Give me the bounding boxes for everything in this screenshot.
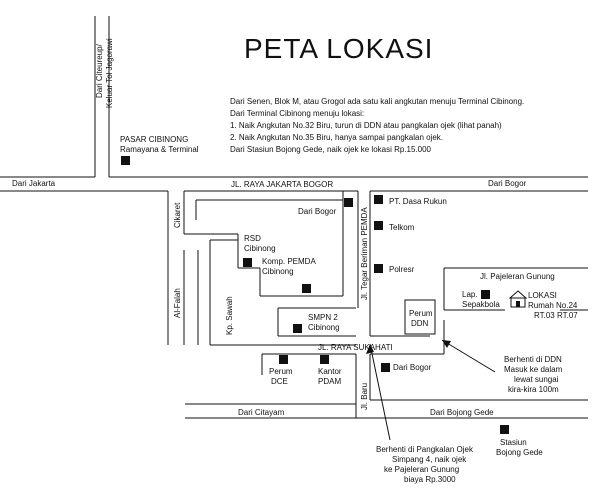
label-ramayana-terminal: Ramayana & Terminal: [120, 145, 199, 154]
landmark-lap-sepakbola: [481, 290, 490, 299]
landmark-perum-dce: [279, 355, 288, 364]
label-dce: DCE: [271, 377, 288, 386]
landmark-dasa-rukun: [374, 195, 383, 204]
directions-line-5: Dari Stasiun Bojong Gede, naik ojek ke l…: [230, 145, 432, 154]
label-bojong-gede: Bojong Gede: [496, 448, 543, 457]
landmark-kantor-pdam: [320, 355, 329, 364]
label-rumah: Rumah No.24: [528, 301, 578, 310]
label-dasa-rukun: PT. Dasa Rukun: [389, 197, 447, 206]
label-polresr: Polresr: [389, 265, 415, 274]
note-ojek-4: biaya Rp.3000: [404, 475, 456, 484]
directions-line-2: Dari Terminal Cibinong menuju lokasi:: [230, 109, 364, 118]
label-keluar-tol: Keluar Tol Jagorawi: [105, 38, 114, 108]
note-ddn-3: lewat sungai: [514, 375, 559, 384]
landmark-dari-bogor-mid: [344, 198, 353, 207]
note-ddn-4: kira-kira 100m: [508, 385, 559, 394]
label-kp-sawah: Kp. Sawah: [225, 296, 234, 335]
landmark-dari-bogor-low: [381, 363, 390, 372]
label-raya-jakarta-bogor: JL. RAYA JAKARTA BOGOR: [231, 180, 333, 189]
label-pemda-cibinong: Cibinong: [262, 267, 294, 276]
landmark-smpn: [293, 324, 302, 333]
label-dari-jakarta: Dari Jakarta: [12, 179, 56, 188]
label-dari-bogor-low: Dari Bogor: [393, 363, 432, 372]
directions-line-4: 2. Naik Angkutan No.35 Biru, hanya sampa…: [230, 133, 443, 142]
label-stasiun: Stasiun: [500, 438, 527, 447]
label-dari-citeureup: Dari Citeureup/: [95, 43, 104, 98]
note-ddn-1: Berhenti di DDN: [504, 355, 562, 364]
label-komp-pemda: Komp. PEMDA: [262, 257, 316, 266]
label-ddn: DDN: [411, 319, 429, 328]
note-ojek-1: Berhenti di Pangkalan Ojek: [376, 445, 474, 454]
label-pdam: PDAM: [318, 377, 341, 386]
label-dari-bogor-top: Dari Bogor: [488, 179, 527, 188]
note-ojek-2: Simpang 4, naik ojek: [392, 455, 467, 464]
label-tegar-beriman: Jl. Tegar Beriman PEMDA: [360, 207, 369, 300]
arrow-icon: [441, 339, 496, 373]
label-dari-bojong-gede: Dari Bojong Gede: [430, 408, 494, 417]
label-dari-bogor-mid: Dari Bogor: [298, 207, 337, 216]
directions-line-3: 1. Naik Angkutan No.32 Biru, turun di DD…: [230, 121, 502, 130]
arrow-icon: [366, 343, 391, 441]
label-pasar-cibinong: PASAR CIBINONG: [120, 135, 188, 144]
landmark-rsd: [243, 258, 252, 267]
label-dari-citayam: Dari Citayam: [238, 408, 285, 417]
label-smpn-cibinong: Cibinong: [308, 323, 340, 332]
label-rt-rw: RT.03 RT.07: [534, 311, 578, 320]
landmark-pasar-cibinong: [121, 156, 130, 165]
label-al-falah: Al-Falah: [173, 288, 182, 318]
label-smpn: SMPN 2: [308, 313, 338, 322]
landmark-polresr: [374, 264, 383, 273]
house-icon: [508, 290, 528, 308]
label-telkom: Telkom: [389, 223, 415, 232]
label-sepakbola: Sepakbola: [462, 300, 500, 309]
label-cikaret: Cikaret: [173, 202, 182, 228]
label-perum-dce: Perum: [269, 367, 293, 376]
landmark-pemda: [302, 284, 311, 293]
map-title: PETA LOKASI: [244, 33, 433, 64]
note-ojek-3: ke Pajeleran Gunung: [384, 465, 459, 474]
label-rsd-cibinong: Cibinong: [244, 244, 276, 253]
label-pajeleran-gunung: Jl. Pajeleran Gunung: [480, 272, 555, 281]
label-raya-sukahati: JL. RAYA SUKAHATI: [318, 343, 393, 352]
perum-ddn-box: [404, 299, 436, 335]
label-jl-baru: Jl. Baru: [360, 383, 369, 410]
label-lokasi: LOKASI: [528, 291, 557, 300]
label-kantor: Kantor: [318, 367, 342, 376]
label-lap: Lap.: [462, 290, 478, 299]
landmark-telkom: [374, 221, 383, 230]
directions-line-1: Dari Senen, Blok M, atau Grogol ada satu…: [230, 97, 524, 106]
label-rsd: RSD: [244, 234, 261, 243]
label-perum-ddn: Perum: [409, 309, 433, 318]
note-ddn-2: Masuk ke dalam: [504, 365, 563, 374]
landmark-stasiun: [500, 425, 509, 434]
